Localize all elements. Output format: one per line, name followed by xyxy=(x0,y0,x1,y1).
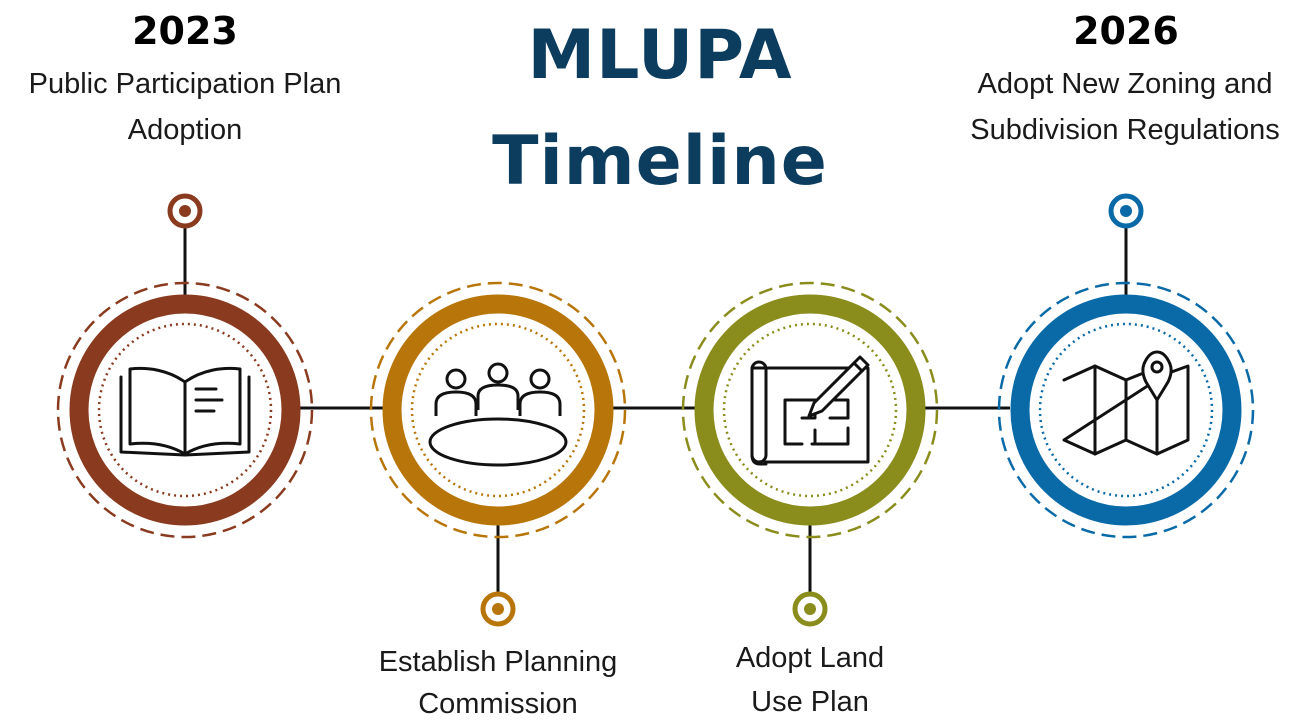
milestone-marker-4 xyxy=(1108,193,1144,229)
milestone-ring-2 xyxy=(369,281,627,539)
page-title-line-2: Timeline xyxy=(492,122,828,201)
folded-map-pin-icon xyxy=(1062,350,1190,456)
milestone-marker-1 xyxy=(167,193,203,229)
page-title-line-1: MLUPA xyxy=(527,16,793,95)
blueprint-pencil-icon xyxy=(750,355,870,466)
milestone-marker-2 xyxy=(480,591,516,627)
milestone-label-4-line-1: Adopt New Zoning and xyxy=(977,68,1273,100)
milestone-label-2-line-2: Commission xyxy=(418,688,578,720)
milestone-year-1: 2023 xyxy=(132,9,238,53)
milestone-label-2-line-1: Establish Planning xyxy=(378,646,618,678)
meeting-table-icon xyxy=(428,362,568,467)
milestone-label-4-line-2: Subdivision Regulations xyxy=(970,114,1280,146)
milestone-marker-3 xyxy=(792,591,828,627)
milestone-label-3-line-2: Use Plan xyxy=(751,686,869,718)
milestone-label-3-line-1: Adopt Land xyxy=(735,642,885,674)
milestone-label-1-line-2: Adoption xyxy=(127,114,243,146)
milestone-year-4: 2026 xyxy=(1073,9,1179,53)
milestone-label-1-line-1: Public Participation Plan xyxy=(28,68,342,100)
open-book-icon xyxy=(119,366,251,457)
